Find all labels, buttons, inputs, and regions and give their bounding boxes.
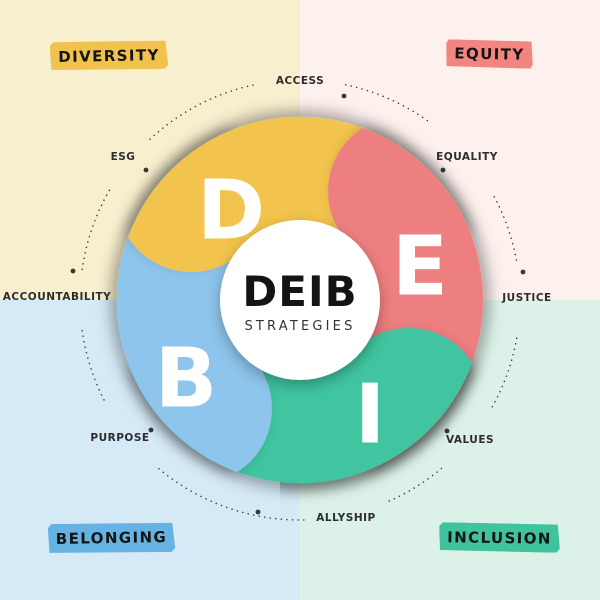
- orbit-dot-accountability: [70, 268, 76, 274]
- quadrant-label-belonging: BELONGING: [48, 522, 176, 554]
- orbit-dot-values: [444, 428, 450, 434]
- center-acronym: DEIB: [242, 267, 357, 316]
- center-circle: [220, 220, 380, 380]
- orbit-dot-purpose: [148, 427, 154, 433]
- quadrant-label-equity: EQUITY: [446, 39, 533, 69]
- orbit-label-purpose: PURPOSE: [90, 432, 150, 444]
- inclusion-blade-overlap: [280, 326, 472, 484]
- center-subtitle: STRATEGIES: [244, 319, 355, 334]
- orbit-label-equality: EQUALITY: [436, 151, 498, 163]
- dotted-orbit-circle: [81, 84, 518, 521]
- orbit-label-justice: JUSTICE: [502, 292, 552, 304]
- quadrant-label-diversity: DIVERSITY: [50, 40, 169, 71]
- orbit-dot-access: [341, 93, 347, 99]
- orbit-label-accountability: ACCOUNTABILITY: [2, 291, 112, 303]
- blade-letter-e: E: [392, 220, 448, 315]
- orbit-dot-equality: [440, 167, 446, 173]
- orbit-dot-allyship: [255, 509, 261, 515]
- orbit-label-access: ACCESS: [275, 75, 325, 87]
- blade-letter-i: I: [355, 368, 386, 463]
- blade-letter-b: B: [155, 332, 218, 427]
- quadrant-label-inclusion: INCLUSION: [439, 522, 560, 553]
- orbit-label-allyship: ALLYSHIP: [316, 512, 376, 524]
- orbit-dot-esg: [143, 167, 149, 173]
- orbit-label-values: VALUES: [445, 434, 495, 446]
- orbit-label-esg: ESG: [110, 151, 136, 163]
- orbit-dot-justice: [520, 269, 526, 275]
